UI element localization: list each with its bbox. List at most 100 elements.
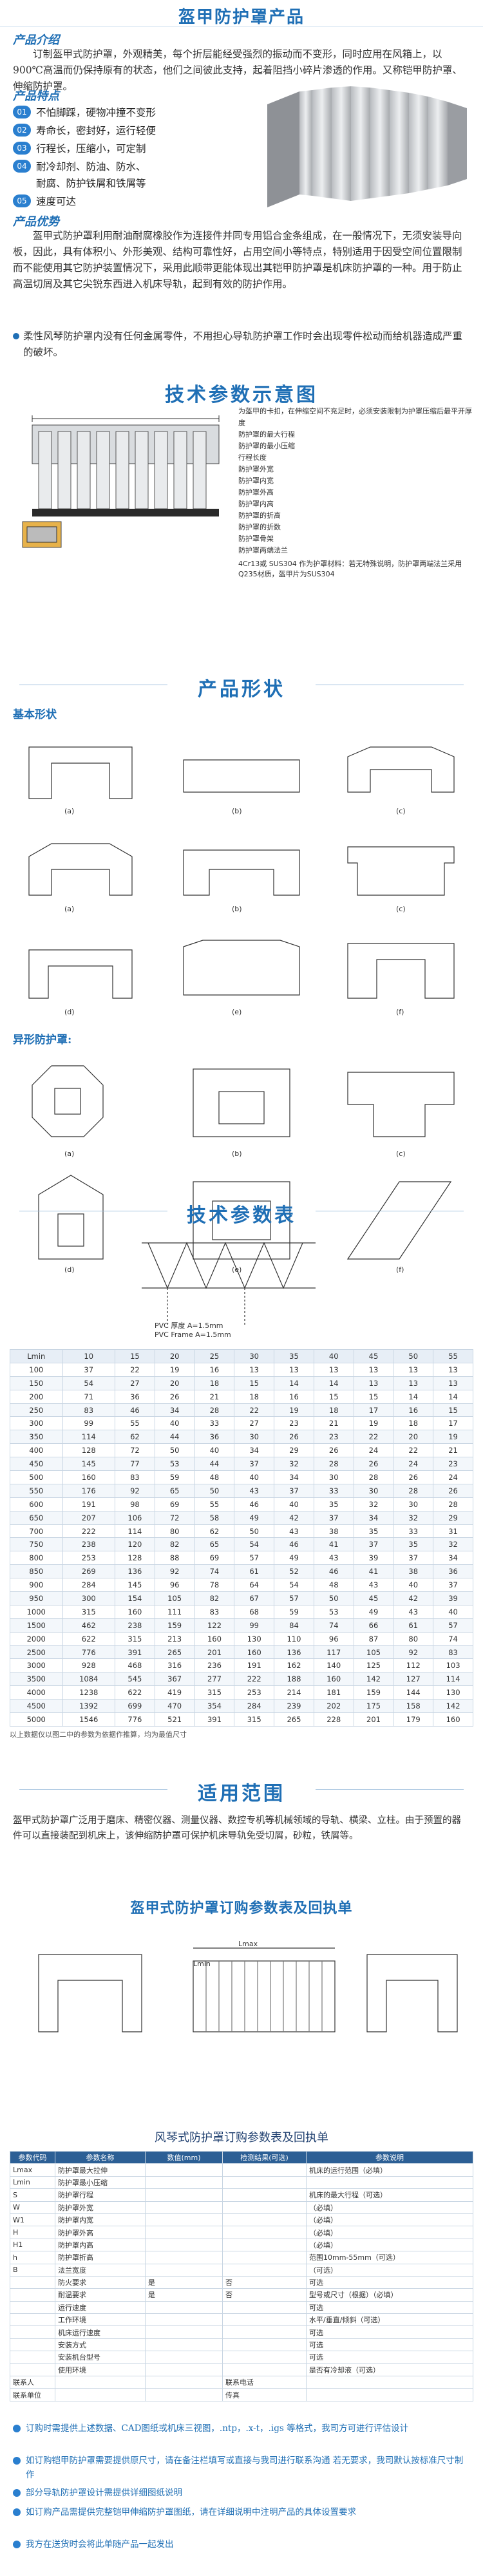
table-cell: 96 bbox=[313, 1631, 354, 1646]
table-cell: 160 bbox=[234, 1645, 275, 1660]
table-cell: 16 bbox=[194, 1362, 235, 1377]
footer-bullet: 如订购产品需提供完整铠甲伸缩防护罩图纸，请在详细说明中注明产品的具体设置要求 bbox=[13, 2505, 470, 2519]
order-table-cell: （必填） bbox=[306, 2238, 473, 2252]
schematic-label: 防护罩骨架 bbox=[238, 535, 274, 543]
table-cell: 21 bbox=[313, 1416, 354, 1431]
table-cell: 57 bbox=[234, 1551, 275, 1566]
table-row-header: 150 bbox=[10, 1376, 63, 1390]
order-table-cell: （可选） bbox=[306, 2263, 473, 2277]
table-cell: 16 bbox=[393, 1403, 434, 1417]
table-cell: 145 bbox=[115, 1578, 155, 1593]
table-cell: 106 bbox=[115, 1510, 155, 1525]
shape-tag: (a) bbox=[64, 905, 75, 913]
table-cell: 776 bbox=[62, 1645, 115, 1660]
bullet-icon bbox=[13, 2541, 21, 2548]
order-table-cell: 可选 bbox=[306, 2275, 473, 2289]
order-header-cell: 参数代码 bbox=[10, 2150, 55, 2164]
schematic-label: 防护罩的折数 bbox=[238, 523, 281, 531]
schematic-legend: 为盔甲的卡扣，在伸缩空间不充足时，必须安装限制为护罩压缩后最平开厚度 防护罩的最… bbox=[238, 406, 477, 580]
advantages-heading: 产品优势 bbox=[13, 215, 59, 229]
order-table-cell: 水平/垂直/倾斜（可选） bbox=[306, 2313, 473, 2327]
table-cell: 18 bbox=[313, 1403, 354, 1417]
order-table-cell: 使用环境 bbox=[55, 2363, 146, 2377]
order-table-cell: 防护罩折高 bbox=[55, 2251, 146, 2264]
shape-tag: (c) bbox=[396, 1150, 406, 1158]
table-cell: 114 bbox=[62, 1430, 115, 1444]
table-cell: 300 bbox=[62, 1591, 115, 1605]
table-cell: 80 bbox=[154, 1524, 195, 1539]
table-cell: 117 bbox=[313, 1645, 354, 1660]
table-row-header: 750 bbox=[10, 1537, 63, 1552]
order-table-cell: 防火要求 bbox=[55, 2275, 146, 2289]
table-cell: 277 bbox=[194, 1672, 235, 1687]
table-cell: 82 bbox=[154, 1537, 195, 1552]
table-cell: 145 bbox=[62, 1457, 115, 1472]
table-cell: 82 bbox=[194, 1591, 235, 1605]
special-shapes-heading: 异形防护罩: bbox=[13, 1034, 72, 1046]
schematic-label: 防护罩的最大行程 bbox=[238, 430, 295, 439]
table-cell: 354 bbox=[194, 1699, 235, 1714]
table-cell: 26 bbox=[393, 1470, 434, 1484]
scope-text: 盔甲式防护罩广泛用于磨床、精密仪器、测量仪器、数控专机等机械领域的导轨、横梁、立… bbox=[13, 1815, 461, 1841]
table-cell: 14 bbox=[313, 1376, 354, 1390]
table-cell: 13 bbox=[274, 1362, 314, 1377]
order-table-cell: 运行速度 bbox=[55, 2300, 146, 2315]
feature-number: 02 bbox=[13, 124, 31, 137]
table-cell: 26 bbox=[274, 1430, 314, 1444]
table-row-header: 1000 bbox=[10, 1604, 63, 1619]
table-cell: 72 bbox=[154, 1510, 195, 1525]
shape-tag: (c) bbox=[396, 905, 406, 913]
table-cell: 20 bbox=[154, 1376, 195, 1390]
table-cell: 19 bbox=[274, 1403, 314, 1417]
table-cell: 159 bbox=[353, 1685, 394, 1700]
table-cell: 33 bbox=[313, 1483, 354, 1498]
order-table-cell bbox=[222, 2313, 307, 2327]
table-cell: 188 bbox=[274, 1672, 314, 1687]
table-row-header: 4500 bbox=[10, 1699, 63, 1714]
table-cell: 50 bbox=[154, 1443, 195, 1458]
table-cell: 28 bbox=[433, 1497, 473, 1511]
table-header-cell: 50 bbox=[393, 1349, 434, 1363]
table-cell: 33 bbox=[194, 1416, 235, 1431]
table-cell: 928 bbox=[62, 1658, 115, 1673]
intro-text: 订制盔甲式防护罩，外观精美，每个折层能经受强烈的振动而不变形，同时应用在风箱上，… bbox=[13, 48, 462, 92]
order-table-cell: 传真 bbox=[222, 2388, 307, 2401]
table-cell: 35 bbox=[393, 1537, 434, 1552]
table-cell: 201 bbox=[194, 1645, 235, 1660]
table-cell: 239 bbox=[274, 1699, 314, 1714]
table-cell: 37 bbox=[313, 1510, 354, 1525]
table-cell: 160 bbox=[115, 1604, 155, 1619]
table-cell: 50 bbox=[234, 1524, 275, 1539]
order-table-cell bbox=[306, 2388, 473, 2401]
table-cell: 112 bbox=[393, 1658, 434, 1673]
order-table-cell: 防护罩最大拉伸 bbox=[55, 2163, 146, 2177]
table-cell: 13 bbox=[353, 1362, 394, 1377]
table-row-header: 350 bbox=[10, 1430, 63, 1444]
table-cell: 34 bbox=[433, 1551, 473, 1566]
table-cell: 545 bbox=[115, 1672, 155, 1687]
table-cell: 48 bbox=[194, 1470, 235, 1484]
footer-bullet: 我方在送货时会将此单随产品一起发出 bbox=[13, 2537, 470, 2552]
table-cell: 316 bbox=[154, 1658, 195, 1673]
table-cell: 214 bbox=[274, 1685, 314, 1700]
table-cell: 213 bbox=[154, 1631, 195, 1646]
feature-text: 速度可达 bbox=[36, 196, 77, 207]
order-table-row: 安装机台型号可选 bbox=[10, 2351, 473, 2364]
order-table-cell: B bbox=[10, 2263, 55, 2277]
table-cell: 66 bbox=[353, 1618, 394, 1633]
order-table-cell bbox=[222, 2251, 307, 2264]
order-table-cell bbox=[55, 2376, 146, 2389]
order-table-cell bbox=[10, 2363, 55, 2377]
order-header-cell: 参数名称 bbox=[55, 2150, 146, 2164]
advantages-note-text: 柔性风琴防护罩内没有任何金属零件，不用担心导轨防护罩工作时会出现零件松动而给机器… bbox=[23, 330, 463, 358]
order-table-row: 耐温要求是否型号或尺寸（根据）（必填） bbox=[10, 2288, 473, 2302]
table-row-header: 800 bbox=[10, 1551, 63, 1566]
table-row-header: 300 bbox=[10, 1416, 63, 1431]
order-table-cell: Lmax bbox=[10, 2163, 55, 2177]
table-cell: 35 bbox=[353, 1524, 394, 1539]
